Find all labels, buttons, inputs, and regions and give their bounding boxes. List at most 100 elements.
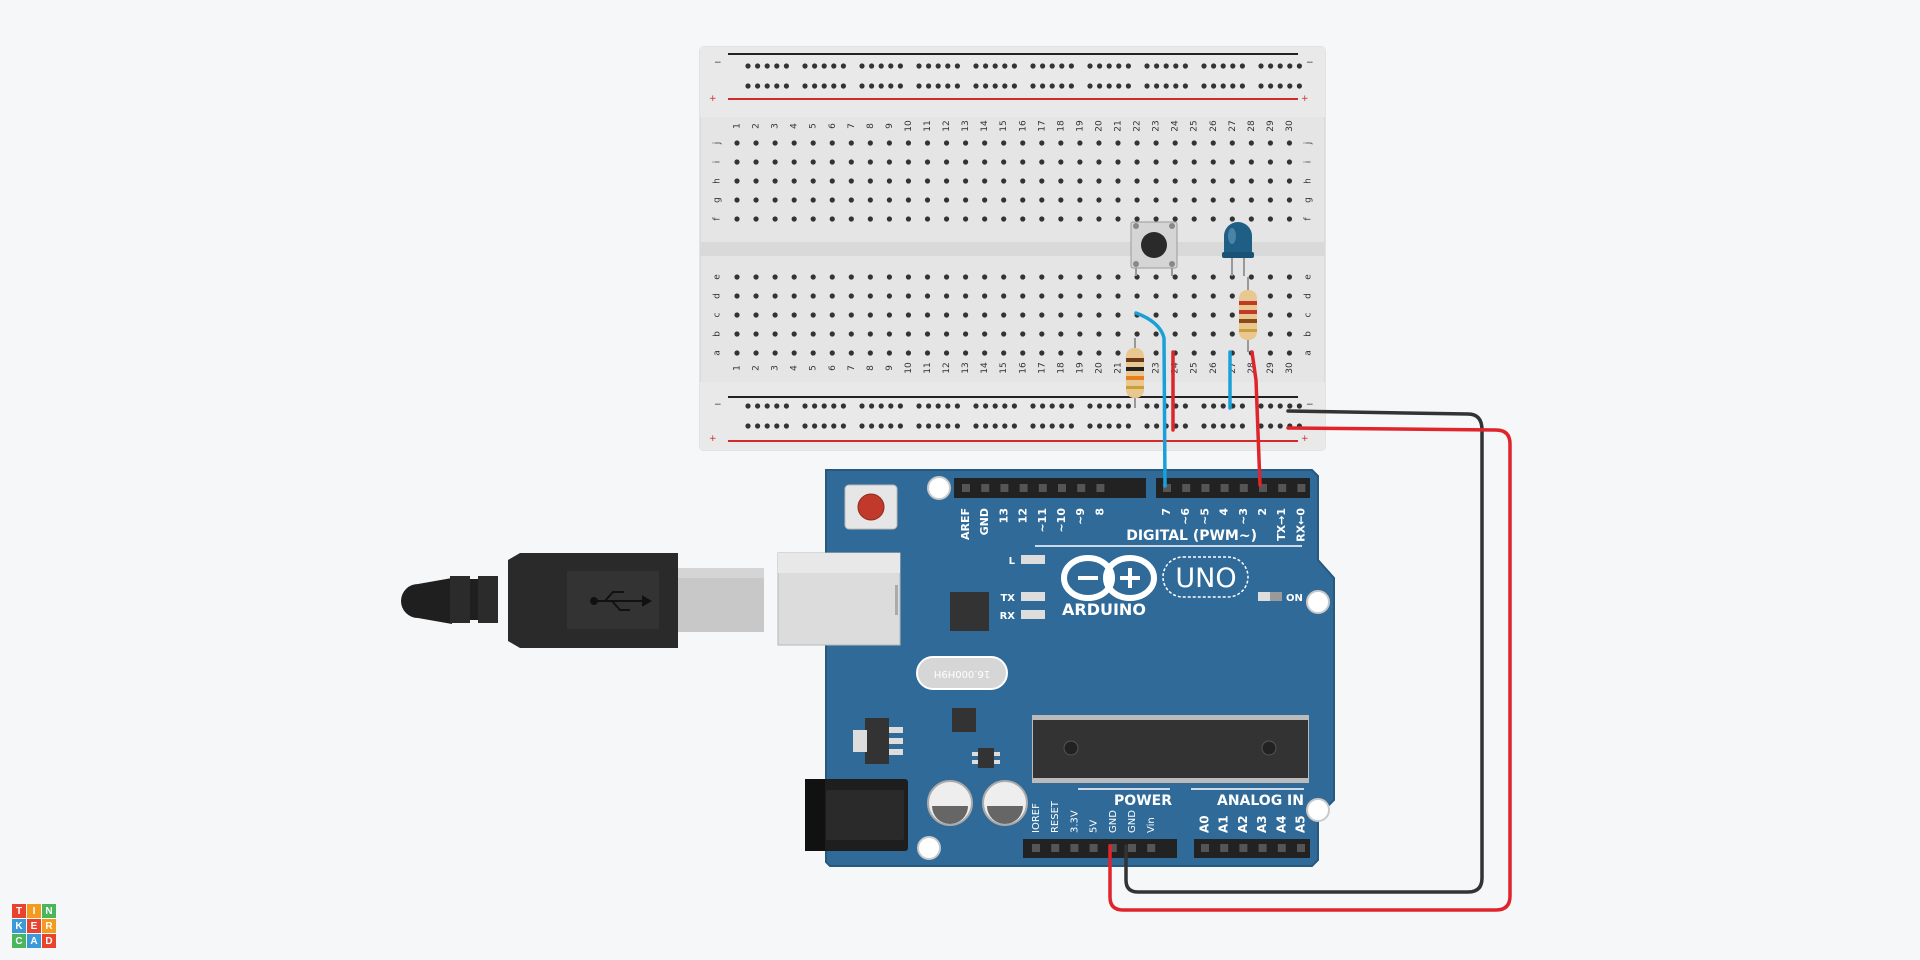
rail-hole[interactable] bbox=[1230, 423, 1236, 429]
rail-hole[interactable] bbox=[983, 63, 989, 69]
terminal-hole[interactable] bbox=[1191, 140, 1197, 146]
rail-hole[interactable] bbox=[1049, 83, 1055, 89]
rail-hole[interactable] bbox=[802, 63, 808, 69]
rail-hole[interactable] bbox=[1173, 63, 1179, 69]
rail-hole[interactable] bbox=[983, 83, 989, 89]
header-pin-hole[interactable] bbox=[1278, 484, 1287, 492]
terminal-hole[interactable] bbox=[943, 140, 950, 146]
terminal-hole[interactable] bbox=[943, 216, 950, 222]
rail-hole[interactable] bbox=[1144, 423, 1150, 429]
terminal-hole[interactable] bbox=[867, 274, 873, 280]
terminal-hole[interactable] bbox=[1267, 140, 1273, 146]
rail-hole[interactable] bbox=[888, 403, 894, 409]
rail-hole[interactable] bbox=[1002, 403, 1008, 409]
rail-hole[interactable] bbox=[745, 403, 751, 409]
rail-hole[interactable] bbox=[831, 63, 837, 69]
terminal-hole[interactable] bbox=[943, 350, 950, 356]
terminal-hole[interactable] bbox=[1134, 178, 1140, 184]
terminal-hole[interactable] bbox=[1191, 331, 1197, 337]
rail-hole[interactable] bbox=[897, 423, 904, 429]
tinkercad-logo[interactable]: T I N K E R C A D bbox=[12, 904, 56, 948]
terminal-hole[interactable] bbox=[982, 216, 988, 222]
rail-hole[interactable] bbox=[1182, 403, 1188, 409]
rail-hole[interactable] bbox=[783, 83, 790, 89]
rail-hole[interactable] bbox=[764, 83, 770, 89]
rail-hole[interactable] bbox=[1239, 423, 1245, 429]
rail-hole[interactable] bbox=[1116, 63, 1122, 69]
terminal-hole[interactable] bbox=[1039, 312, 1045, 318]
rail-hole[interactable] bbox=[973, 83, 979, 89]
rail-hole[interactable] bbox=[869, 403, 875, 409]
terminal-hole[interactable] bbox=[848, 293, 854, 299]
header-pin-hole[interactable] bbox=[1096, 484, 1105, 492]
rail-hole[interactable] bbox=[1097, 423, 1103, 429]
rail-hole[interactable] bbox=[1268, 423, 1274, 429]
rail-hole[interactable] bbox=[945, 423, 951, 429]
rail-hole[interactable] bbox=[1277, 403, 1283, 409]
rail-hole[interactable] bbox=[1125, 63, 1131, 69]
rail-hole[interactable] bbox=[926, 403, 932, 409]
terminal-hole[interactable] bbox=[772, 331, 778, 337]
terminal-hole[interactable] bbox=[791, 197, 797, 203]
terminal-hole[interactable] bbox=[1096, 140, 1102, 146]
terminal-hole[interactable] bbox=[943, 331, 950, 337]
terminal-hole[interactable] bbox=[1096, 293, 1102, 299]
rail-hole[interactable] bbox=[1173, 83, 1179, 89]
terminal-hole[interactable] bbox=[810, 159, 816, 165]
rail-hole[interactable] bbox=[1154, 83, 1160, 89]
terminal-hole[interactable] bbox=[753, 197, 759, 203]
terminal-hole[interactable] bbox=[1020, 312, 1026, 318]
rail-hole[interactable] bbox=[926, 83, 932, 89]
terminal-hole[interactable] bbox=[1153, 293, 1159, 299]
terminal-hole[interactable] bbox=[810, 140, 816, 146]
terminal-hole[interactable] bbox=[848, 312, 854, 318]
rail-hole[interactable] bbox=[1106, 423, 1112, 429]
terminal-hole[interactable] bbox=[905, 350, 912, 356]
rail-hole[interactable] bbox=[1144, 63, 1150, 69]
terminal-hole[interactable] bbox=[1191, 159, 1197, 165]
rail-hole[interactable] bbox=[1030, 63, 1036, 69]
terminal-hole[interactable] bbox=[1267, 350, 1273, 356]
header-pin-hole[interactable] bbox=[1038, 484, 1047, 492]
terminal-hole[interactable] bbox=[848, 274, 854, 280]
resistor-led[interactable] bbox=[1239, 277, 1257, 352]
header-pin-hole[interactable] bbox=[1163, 484, 1171, 492]
terminal-hole[interactable] bbox=[753, 350, 759, 356]
rail-hole[interactable] bbox=[897, 403, 904, 409]
terminal-hole[interactable] bbox=[1001, 197, 1007, 203]
rail-hole[interactable] bbox=[926, 423, 932, 429]
terminal-hole[interactable] bbox=[886, 312, 893, 318]
terminal-hole[interactable] bbox=[867, 197, 873, 203]
terminal-hole[interactable] bbox=[943, 159, 950, 165]
terminal-hole[interactable] bbox=[1172, 331, 1178, 337]
rail-hole[interactable] bbox=[1030, 403, 1036, 409]
rail-hole[interactable] bbox=[1106, 403, 1112, 409]
terminal-hole[interactable] bbox=[1210, 331, 1216, 337]
terminal-hole[interactable] bbox=[810, 312, 816, 318]
rail-hole[interactable] bbox=[1068, 423, 1074, 429]
rail-hole[interactable] bbox=[1296, 83, 1302, 89]
terminal-hole[interactable] bbox=[1001, 274, 1007, 280]
rail-hole[interactable] bbox=[888, 63, 894, 69]
terminal-hole[interactable] bbox=[734, 140, 740, 146]
terminal-hole[interactable] bbox=[1096, 350, 1102, 356]
terminal-hole[interactable] bbox=[810, 197, 816, 203]
terminal-hole[interactable] bbox=[1134, 140, 1140, 146]
header-pin-hole[interactable] bbox=[1201, 484, 1210, 492]
rail-hole[interactable] bbox=[1068, 403, 1074, 409]
rail-hole[interactable] bbox=[945, 63, 951, 69]
terminal-hole[interactable] bbox=[886, 274, 893, 280]
terminal-hole[interactable] bbox=[1191, 274, 1197, 280]
header-pin-hole[interactable] bbox=[1182, 484, 1191, 492]
rail-hole[interactable] bbox=[916, 83, 922, 89]
terminal-hole[interactable] bbox=[1058, 159, 1064, 165]
rail-hole[interactable] bbox=[878, 403, 884, 409]
terminal-hole[interactable] bbox=[1210, 293, 1216, 299]
terminal-hole[interactable] bbox=[772, 178, 778, 184]
terminal-hole[interactable] bbox=[1153, 274, 1159, 280]
rail-hole[interactable] bbox=[973, 423, 979, 429]
terminal-hole[interactable] bbox=[1077, 293, 1083, 299]
rail-hole[interactable] bbox=[821, 63, 827, 69]
terminal-hole[interactable] bbox=[734, 197, 740, 203]
